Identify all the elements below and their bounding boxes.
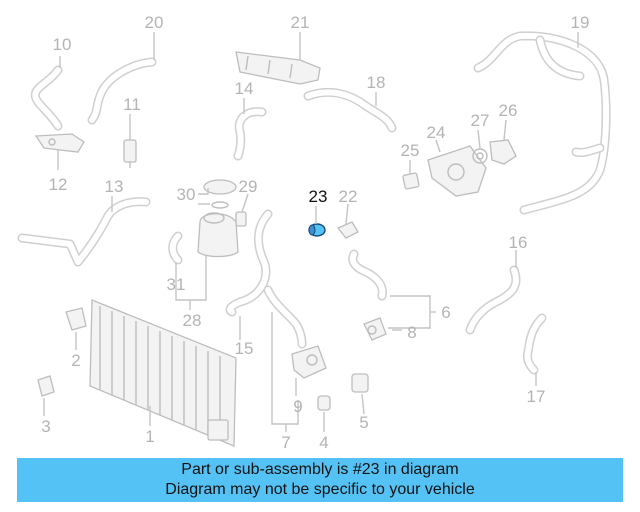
cooling-system-diagram: 10 20 21 19 18 14 11 26 27 24 25 12 13 3… (17, 13, 611, 452)
part-expansion-tank (197, 212, 239, 258)
part-2-bracket (65, 307, 87, 331)
callout-16[interactable]: 16 (509, 233, 528, 252)
callout-30[interactable]: 30 (177, 185, 196, 204)
part-20-hose (87, 57, 157, 125)
part-12-bracket (34, 133, 85, 153)
part-23-highlighted[interactable] (308, 223, 326, 237)
part-3-bracket (37, 375, 55, 397)
callout-13[interactable]: 13 (105, 177, 124, 196)
callout-6[interactable]: 6 (441, 303, 450, 322)
callout-20[interactable]: 20 (145, 13, 164, 32)
part-26-flange (489, 139, 517, 165)
part-14-hose (233, 107, 267, 161)
part-15-hose (225, 209, 307, 349)
callout-8[interactable]: 8 (407, 323, 416, 342)
banner-line-disclaimer: Diagram may not be specific to your vehi… (165, 481, 475, 498)
callout-18[interactable]: 18 (367, 73, 386, 92)
callout-24[interactable]: 24 (427, 123, 446, 142)
callout-7[interactable]: 7 (281, 433, 290, 452)
callout-22[interactable]: 22 (339, 187, 358, 206)
callout-21[interactable]: 21 (291, 13, 310, 32)
part-8-fitting (363, 317, 387, 341)
callout-4[interactable]: 4 (319, 433, 328, 452)
part-16-hose (465, 265, 521, 335)
part-25-gasket (402, 172, 420, 190)
callout-26[interactable]: 26 (499, 101, 518, 120)
part-31-hose (168, 231, 183, 265)
part-6-hose (348, 249, 387, 301)
part-11-sensor (123, 139, 137, 168)
callout-1[interactable]: 1 (145, 427, 154, 446)
callout-10[interactable]: 10 (53, 35, 72, 54)
part-13-pipe (17, 197, 151, 267)
callout-15[interactable]: 15 (235, 339, 254, 358)
callout-9[interactable]: 9 (293, 397, 302, 416)
part-30-cap (203, 179, 237, 209)
part-27-o-ring (472, 148, 488, 164)
banner-line-part-number: Part or sub-assembly is #23 in diagram (181, 461, 459, 478)
callout-2[interactable]: 2 (71, 351, 80, 370)
leader-lines (43, 32, 579, 432)
callout-3[interactable]: 3 (41, 417, 50, 436)
callout-25[interactable]: 25 (401, 141, 420, 160)
part-4-sensor (317, 395, 331, 411)
part-9-connector (291, 345, 327, 379)
callout-23-highlighted[interactable]: 23 (309, 187, 328, 206)
part-19-hose (473, 31, 611, 215)
callout-12[interactable]: 12 (49, 175, 68, 194)
callout-numbers: 10 20 21 19 18 14 11 26 27 24 25 12 13 3… (41, 13, 589, 452)
callout-19[interactable]: 19 (571, 13, 590, 32)
callout-5[interactable]: 5 (359, 413, 368, 432)
part-22-connector (336, 221, 359, 239)
part-21-coolant-flange (235, 51, 321, 85)
part-17-hose (523, 313, 547, 375)
part-18-hose (303, 87, 397, 133)
callout-31[interactable]: 31 (167, 275, 186, 294)
part-5-switch (351, 373, 369, 393)
part-1-radiator (89, 299, 237, 447)
part-10-hose (31, 65, 63, 131)
callout-11[interactable]: 11 (123, 95, 141, 114)
callout-28[interactable]: 28 (183, 311, 202, 330)
part-29-sensor (235, 211, 247, 227)
callout-27[interactable]: 27 (471, 111, 490, 130)
info-banner: Part or sub-assembly is #23 in diagram D… (17, 458, 623, 502)
callout-14[interactable]: 14 (235, 79, 254, 98)
part-24-thermostat-housing (427, 145, 487, 197)
callout-29[interactable]: 29 (239, 177, 258, 196)
callout-17[interactable]: 17 (527, 387, 546, 406)
